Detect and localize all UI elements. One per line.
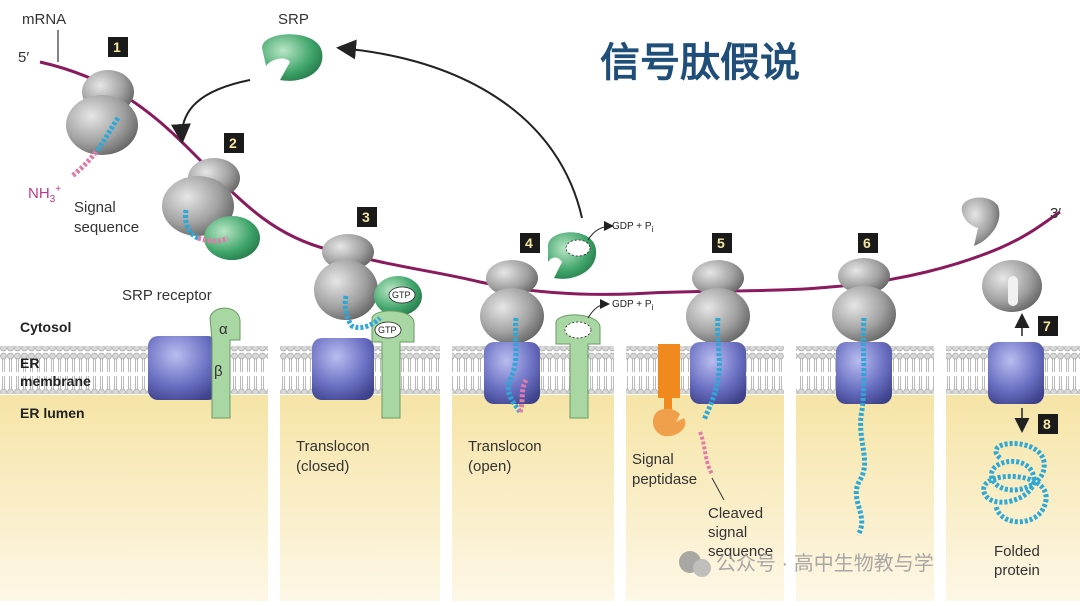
signal-sequence-label-line1: Signal xyxy=(74,199,116,216)
er-lumen-panels xyxy=(0,395,1080,601)
complex-step-6 xyxy=(832,258,896,537)
complex-step-5 xyxy=(652,260,750,475)
nh3-label: NH3+ xyxy=(28,184,61,205)
alpha-label: α xyxy=(219,321,228,338)
step-badge-8 xyxy=(1038,414,1058,434)
gdp-pi-label-1: GDP + Pi xyxy=(612,221,654,234)
translocon-closed-label-line2: (closed) xyxy=(296,458,349,475)
gtp-label-srp: GTP xyxy=(392,290,411,300)
srp-receptor-label: SRP receptor xyxy=(122,287,212,304)
er-lumen-label: ER lumen xyxy=(20,405,85,421)
step-number-2: 2 xyxy=(229,135,237,151)
free-srp: SRP xyxy=(262,11,323,81)
step-number-3: 3 xyxy=(362,209,370,225)
srp-binding-arrow xyxy=(170,79,251,144)
three-prime-label: 3′ xyxy=(1050,205,1061,222)
step-number-7: 7 xyxy=(1043,318,1051,334)
signal-sequence-label-line2: sequence xyxy=(74,219,139,236)
beta-label: β xyxy=(214,363,223,380)
complex-step-3: GTP GTP xyxy=(312,234,422,419)
complex-step-4 xyxy=(480,232,601,419)
step-number-4: 4 xyxy=(525,235,533,251)
translocon-open-label-line1: Translocon xyxy=(468,438,542,455)
step-badge-1 xyxy=(108,37,128,57)
cleaved-label-line2: signal xyxy=(708,524,747,541)
signal-peptidase-label-line2: peptidase xyxy=(632,471,697,488)
translocon-open-label-line2: (open) xyxy=(468,458,511,475)
gdp-pi-label-2: GDP + Pi xyxy=(612,299,654,312)
srp-receptor-standalone: α β xyxy=(148,307,241,419)
gdp-release-arrow-1 xyxy=(587,221,614,241)
mrna-strand xyxy=(39,60,1061,296)
cytosol-label: Cytosol xyxy=(20,319,71,335)
cleaved-label-line1: Cleaved xyxy=(708,505,763,522)
watermark-text: 公众号 · 高中生物教与学 xyxy=(716,552,934,575)
cleaved-label-line3: sequence xyxy=(708,543,773,560)
srp-recycle-arrow xyxy=(336,39,583,219)
step-badge-6 xyxy=(858,233,878,253)
five-prime-label: 5′ xyxy=(18,49,29,66)
step-number-6: 6 xyxy=(863,235,871,251)
mrna-label: mRNA xyxy=(22,11,66,28)
srp-label: SRP xyxy=(278,11,309,28)
step-number-1: 1 xyxy=(113,39,121,55)
folded-protein-label-line1: Folded xyxy=(994,543,1040,560)
watermark: 公众号 · 高中生物教与学 xyxy=(679,551,934,577)
complex-step-7-8 xyxy=(961,197,1049,525)
step-badge-2 xyxy=(224,133,244,153)
step-number-8: 8 xyxy=(1043,416,1051,432)
er-membrane-label-line2: membrane xyxy=(20,373,91,389)
step-badge-3 xyxy=(357,207,377,227)
ribosome-step-2 xyxy=(162,158,260,260)
gtp-label-receptor: GTP xyxy=(378,325,397,335)
cleaved-pointer xyxy=(711,477,725,501)
folded-protein-label-line2: protein xyxy=(994,562,1040,579)
step-badge-4 xyxy=(520,233,540,253)
step-badge-7 xyxy=(1038,316,1058,336)
signal-peptidase-label-line1: Signal xyxy=(632,451,674,468)
page-title: 信号肽假说 xyxy=(600,39,800,86)
step-badge-5 xyxy=(712,233,732,253)
translocon-closed-label-line1: Translocon xyxy=(296,438,370,455)
step-number-5: 5 xyxy=(717,235,725,251)
ribosome-step-1 xyxy=(66,70,138,178)
er-membrane-label-line1: ER xyxy=(20,355,39,371)
gdp-release-arrow-2 xyxy=(587,299,610,319)
step-badges: 1 2 3 4 5 6 7 8 xyxy=(108,37,1058,434)
